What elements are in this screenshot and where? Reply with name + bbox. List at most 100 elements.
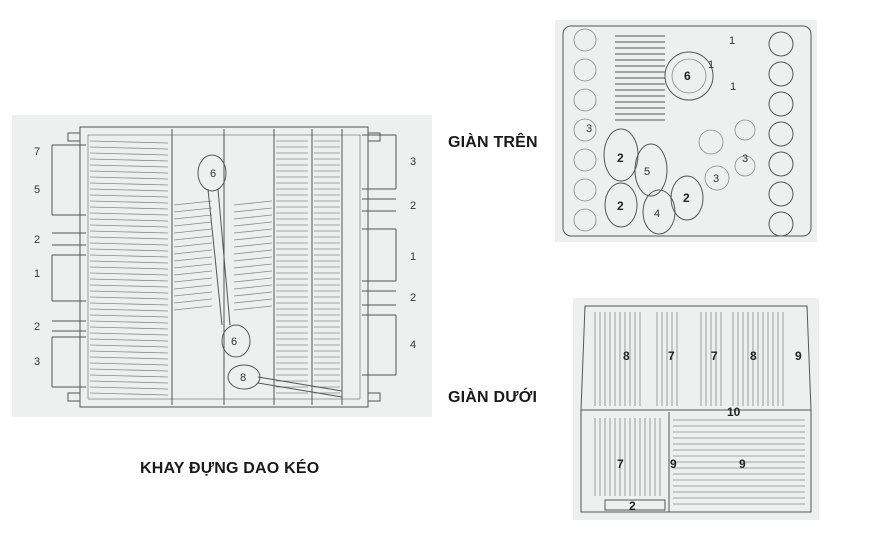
upper-cup <box>768 151 794 177</box>
cutlery-tray-drawing: 7 5 2 1 2 3 3 2 1 2 4 6 6 8 <box>34 126 416 408</box>
tray-slot <box>173 207 213 213</box>
tray-slot <box>233 214 273 220</box>
cutlery-basket <box>604 499 666 511</box>
tray-right-callout: 4 <box>410 339 416 351</box>
tray-slot <box>89 188 169 192</box>
lower-label: 2 <box>629 499 636 513</box>
lower-label: 10 <box>727 405 741 419</box>
tray-inner-label: 6 <box>231 336 237 348</box>
tray-inner-label: 8 <box>240 372 246 384</box>
tray-slot <box>173 249 213 255</box>
upper-label: 3 <box>713 173 719 185</box>
tray-slot <box>89 380 169 384</box>
upper-cup <box>768 31 794 57</box>
tray-slot <box>233 242 273 248</box>
tray-slot <box>89 164 169 168</box>
tray-slot <box>233 221 273 227</box>
upper-saucer <box>573 88 597 112</box>
tray-slot <box>89 212 169 216</box>
upper-cup <box>768 211 794 237</box>
tray-slot <box>89 206 169 210</box>
tray-slot <box>233 284 273 290</box>
tray-slot <box>89 326 169 330</box>
upper-rack-drawing: 1 1 6 1 3 2 5 3 3 2 4 2 <box>562 25 812 237</box>
lower-label: 8 <box>750 349 757 363</box>
lower-label: 7 <box>668 349 675 363</box>
bowl-6 <box>664 51 714 101</box>
tray-slot <box>173 242 213 248</box>
lower-label: 8 <box>623 349 630 363</box>
tray-left-callout: 2 <box>34 321 40 333</box>
upper-rack-cups <box>768 31 794 237</box>
upper-label: 3 <box>586 123 592 135</box>
tray-slot <box>89 242 169 246</box>
tray-slot <box>233 298 273 304</box>
tray-slot <box>173 200 213 206</box>
tray-slot <box>233 200 273 206</box>
tray-slot <box>173 284 213 290</box>
tray-slot <box>173 263 213 269</box>
upper-cup <box>768 121 794 147</box>
tray-slot <box>173 298 213 304</box>
tray-slot <box>233 277 273 283</box>
tray-slot <box>89 350 169 354</box>
tray-slot <box>89 392 169 396</box>
lower-rack-caption: GIÀN DƯỚI <box>448 389 538 406</box>
upper-label: 1 <box>730 81 736 93</box>
tray-slot <box>173 235 213 241</box>
tray-right-callout: 2 <box>410 292 416 304</box>
tray-slot <box>233 305 273 311</box>
tray-slot <box>89 146 169 150</box>
tray-slot <box>89 158 169 162</box>
tray-slot <box>89 224 169 228</box>
tray-left-callout: 7 <box>34 146 40 158</box>
tray-left-callout: 3 <box>34 356 40 368</box>
tray-right-callout: 1 <box>410 251 416 263</box>
tray-slot <box>89 140 169 144</box>
tray-slot <box>89 302 169 306</box>
upper-cup <box>768 61 794 87</box>
tray-slot <box>233 270 273 276</box>
upper-rack-outline <box>562 25 812 237</box>
upper-label: 2 <box>617 199 624 213</box>
tray-slot <box>89 200 169 204</box>
tray-slot <box>89 290 169 294</box>
upper-label: 2 <box>683 191 690 205</box>
tray-slot <box>89 218 169 222</box>
upper-label: 4 <box>654 208 660 220</box>
tray-slot <box>89 296 169 300</box>
upper-saucer <box>573 178 597 202</box>
tray-slot <box>173 214 213 220</box>
tray-slot <box>89 278 169 282</box>
lower-rack-outline-top <box>580 305 812 411</box>
tray-slot <box>89 230 169 234</box>
upper-cup <box>768 181 794 207</box>
tray-slot <box>89 314 169 318</box>
tray-slot <box>89 386 169 390</box>
tray-slot <box>89 374 169 378</box>
cutlery-tray-panel: 7 5 2 1 2 3 3 2 1 2 4 6 6 8 <box>12 115 432 417</box>
tray-slot <box>173 305 213 311</box>
lower-label: 9 <box>795 349 802 363</box>
tray-slot <box>173 228 213 234</box>
tray-slot <box>233 207 273 213</box>
lower-label: 9 <box>670 457 677 471</box>
tray-slot <box>173 256 213 262</box>
tray-left-callout: 2 <box>34 234 40 246</box>
tray-slot <box>173 270 213 276</box>
lower-rack-outline-bottom <box>580 409 812 513</box>
tray-right-callout: 3 <box>410 156 416 168</box>
upper-label: 1 <box>729 35 735 47</box>
tray-slot <box>89 284 169 288</box>
lower-rack-plates <box>594 312 805 505</box>
lower-label: 7 <box>711 349 718 363</box>
upper-saucer <box>573 28 597 52</box>
upper-rack-plates <box>573 28 665 232</box>
upper-saucer <box>573 208 597 232</box>
upper-label: 3 <box>742 153 748 165</box>
tray-slot-lines <box>89 140 340 396</box>
tray-slot <box>89 182 169 186</box>
tray-left-callout: 5 <box>34 184 40 196</box>
upper-label: 6 <box>684 69 691 83</box>
lower-rack-panel: 8 7 7 8 9 10 7 9 9 2 <box>573 298 819 520</box>
